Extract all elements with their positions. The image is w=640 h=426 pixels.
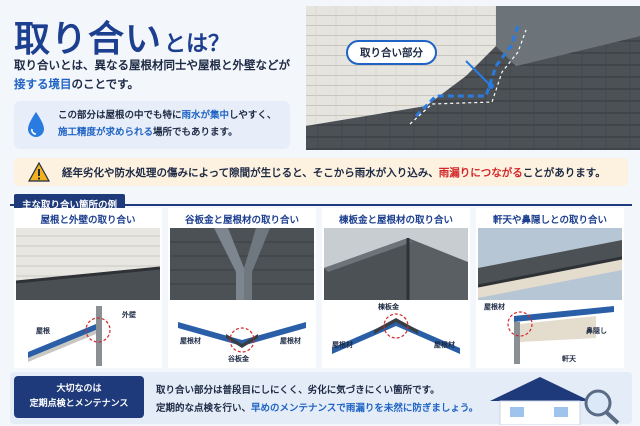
diagram-label: 外壁 [122, 311, 136, 319]
page-title: 取り合い とは？ [14, 10, 230, 62]
example-card-eaves: 軒天や鼻隠しとの取り合い 屋根材 鼻隠し 軒天 [476, 208, 624, 368]
note-highlight-1: 雨水が集中 [181, 110, 230, 121]
card-title: 軒天や鼻隠しとの取り合い [493, 215, 607, 226]
diagram-label: 屋根材 [484, 303, 505, 311]
card-photo [478, 228, 622, 300]
card-photo [16, 228, 160, 300]
examples-section [10, 204, 632, 374]
card-title: 屋根と外壁の取り合い [40, 215, 136, 226]
valley-joint-diagram [178, 322, 306, 353]
card-title: 谷板金と屋根材の取り合い [184, 215, 299, 226]
lead-text: 取り合いとは、異なる屋根材同士や屋根と外壁などが 接する境目のことです。 [14, 56, 304, 94]
example-card-wall: 屋根と外壁の取り合い 外壁 屋根 [14, 208, 162, 368]
card-title: 棟板金と屋根材の取り合い [338, 215, 453, 226]
card-photo [170, 228, 314, 300]
eaves-joint-diagram [507, 306, 614, 364]
diagram-label: 屋根材 [434, 341, 455, 349]
water-drop-icon [28, 112, 44, 137]
bottom-text: 取り合い部分は普段目にしにくく、劣化に気づきにくい箇所です。 定期的な点検を行い… [156, 385, 479, 414]
example-card-ridge: 棟板金と屋根材の取り合い 棟板金 屋根材 屋根材 [322, 208, 470, 368]
card-photo [324, 228, 468, 300]
diagram-label: 鼻隠し [586, 327, 607, 335]
note-highlight-2: 施工精度が求められる [58, 127, 154, 138]
maintenance-badge: 大切なのは 定期点検とメンテナンス [14, 376, 144, 418]
diagram-label: 棟板金 [378, 303, 399, 311]
warning-highlight: 雨漏りにつながる [438, 166, 523, 179]
diagram-label: 谷板金 [228, 355, 249, 363]
diagram-label: 屋根材 [332, 341, 353, 349]
wall-joint-diagram [28, 306, 111, 366]
diagram-label: 屋根材 [280, 337, 301, 345]
note-line-1: この部分は屋根の中でも特に雨水が集中しやすく、 [58, 110, 277, 121]
photo-callout-label: 取り合い部分 [346, 40, 437, 65]
roof-photo [306, 6, 640, 150]
lead-line-2: 接する境目のことです。 [14, 75, 304, 94]
title-main: 取り合い [14, 19, 163, 60]
lead-line-1: 取り合いとは、異なる屋根材同士や屋根と外壁などが [14, 58, 290, 72]
diagram-label: 屋根 [36, 327, 50, 335]
roof-photo-illustration [306, 6, 640, 150]
warning-icon [28, 162, 50, 182]
note-box: この部分は屋根の中でも特に雨水が集中しやすく、 施工精度が求められる場所でもあり… [14, 101, 290, 149]
lead-line-2-rest: のことです。 [71, 77, 140, 91]
title-sub: とは？ [164, 32, 231, 57]
warning-banner: 経年劣化や防水処理の傷みによって隙間が生じると、そこから雨水が入り込み、雨漏りに… [14, 158, 628, 186]
house-magnifier-icon [490, 377, 620, 425]
ridge-joint-diagram [332, 313, 460, 354]
note-line-2: 施工精度が求められる場所でもあります。 [58, 127, 238, 138]
diagram-label: 屋根材 [180, 337, 201, 345]
example-card-valley: 谷板金と屋根材の取り合い 屋根材 屋根材 谷板金 [168, 208, 316, 368]
lead-highlight: 接する境目 [14, 77, 72, 91]
bottom-highlight: 早めのメンテナンスで雨漏りを未然に防ぎましょう。 [251, 403, 479, 414]
diagram-label: 軒天 [562, 355, 576, 363]
